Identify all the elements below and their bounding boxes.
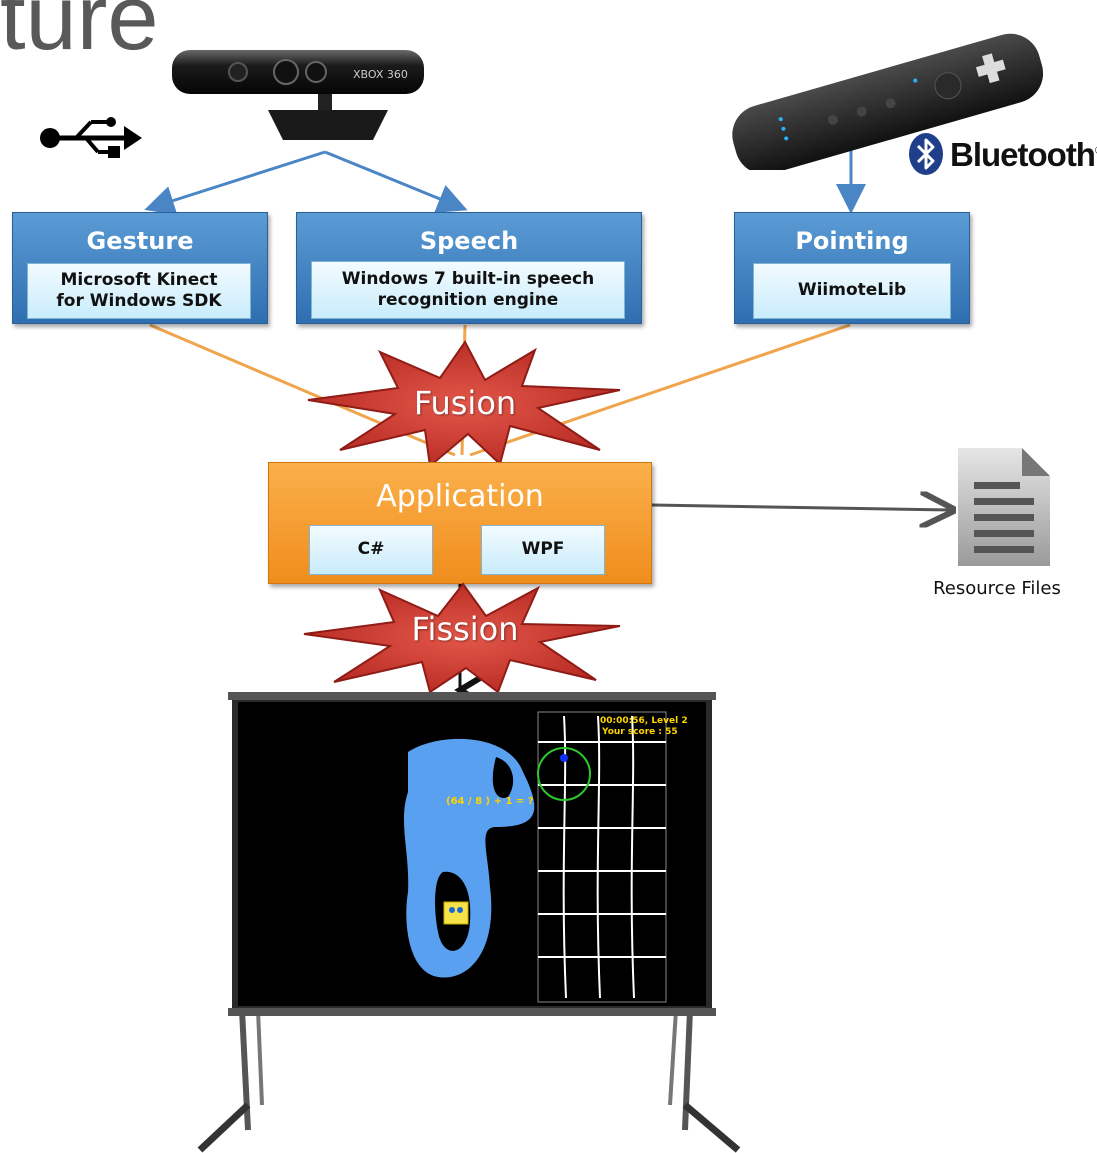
fission-star [303,582,621,694]
speech-engine-line-2: recognition engine [377,290,559,310]
tech-csharp-label: C# [357,539,385,560]
tech-wpf: WPF [481,525,605,575]
document-icon [958,448,1050,566]
arrow-kinect-speech [324,150,468,213]
kinect-brand-text: XBOX 360 [353,68,408,81]
pointing-lib-line-1: WiimoteLib [797,280,907,301]
gesture-module: Gesture Microsoft Kinect for Windows SDK [12,212,268,324]
gesture-sdk-line-2: for Windows SDK [56,291,222,311]
distortion-grid [538,715,666,999]
arrow-app-resource [651,505,950,510]
fusion-label: Fusion [413,384,517,422]
wii-remote-icon [732,33,1044,170]
game-equation: (64 / 8 ) + 1 = ? [446,796,534,807]
tech-wpf-label: WPF [521,539,565,560]
gesture-title: Gesture [86,227,194,255]
gesture-sdk: Microsoft Kinect for Windows SDK [27,263,251,319]
game-canvas [403,711,667,1003]
bluetooth-icon [909,133,943,175]
usb-icon [40,117,142,158]
tech-csharp: C# [309,525,433,575]
pointing-module: Pointing WiimoteLib [734,212,970,324]
game-timer: 00:00:56, Level 2 [600,716,688,726]
slide-title: ture [0,0,159,69]
bluetooth-label: Bluetooth® [950,136,1097,173]
application-module: Application C# WPF [268,462,652,584]
pointing-lib: WiimoteLib [753,263,951,319]
arrow-kinect-gesture [144,150,326,215]
speech-title: Speech [419,227,519,255]
resource-files-label: Resource Files [933,578,1061,599]
pointing-title: Pointing [795,227,909,255]
fission-label: Fission [411,610,519,648]
speech-module: Speech Windows 7 built-in speech recogni… [296,212,642,324]
line-pointing-fusion [469,323,851,457]
gesture-sdk-line-1: Microsoft Kinect [60,269,218,290]
kinect-sensor-icon: XBOX 360 [172,50,424,140]
game-score: Your score : 55 [602,727,678,737]
traced-shape [403,738,535,978]
speech-engine: Windows 7 built-in speech recognition en… [311,261,625,319]
fusion-star [307,340,621,468]
speech-engine-line-1: Windows 7 built-in speech [341,268,595,289]
application-title: Application [376,479,544,514]
